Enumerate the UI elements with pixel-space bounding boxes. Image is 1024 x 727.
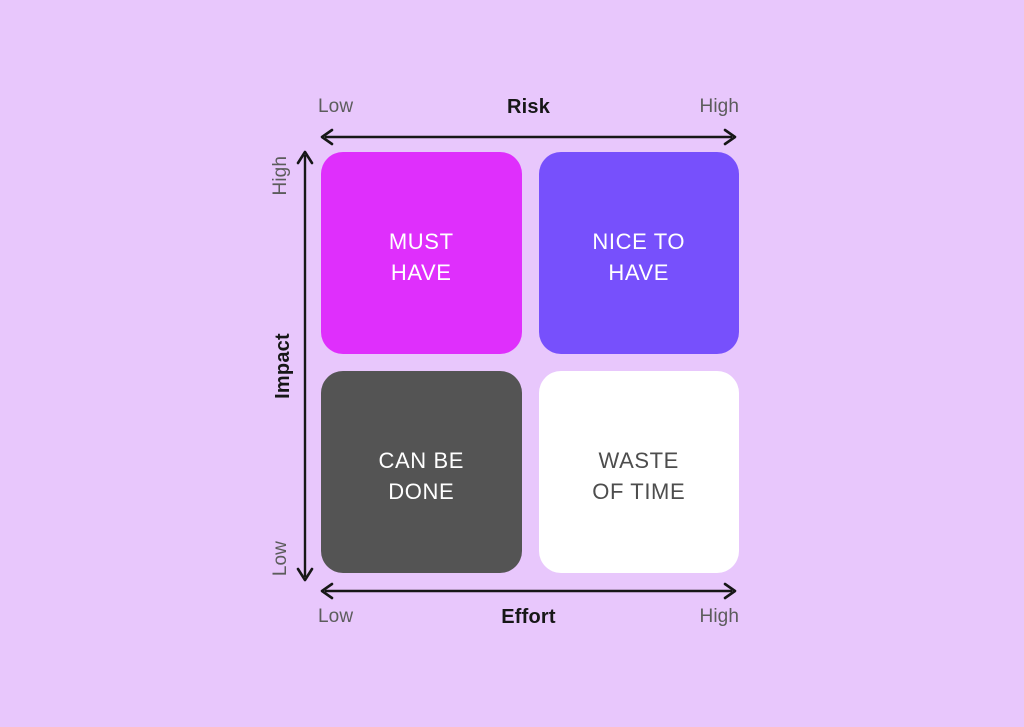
- bottom-axis-title: Effort: [501, 606, 556, 628]
- top-axis-low-label: Low: [318, 96, 354, 117]
- bottom-axis-end-labels: Low High: [318, 602, 739, 632]
- left-axis-high-label: High: [270, 156, 291, 196]
- quadrant-can-be-done[interactable]: CAN BE DONE: [321, 371, 522, 573]
- quadrant-label: NICE TO HAVE: [592, 228, 686, 285]
- bottom-axis-low-label: Low: [318, 606, 354, 627]
- quadrant-must-have[interactable]: MUST HAVE: [321, 152, 522, 354]
- quadrant-label: WASTE OF TIME: [592, 447, 686, 504]
- left-axis-arrow-icon: [294, 148, 316, 584]
- left-axis-title: Impact: [272, 333, 294, 399]
- left-axis-impact: High Impact Low: [248, 148, 316, 584]
- quadrant-label: CAN BE DONE: [378, 447, 464, 504]
- top-axis-high-label: High: [699, 96, 739, 117]
- top-axis-end-labels: Low High: [318, 92, 739, 122]
- quadrant-label: MUST HAVE: [388, 228, 454, 285]
- top-axis-risk: Low High Risk: [318, 92, 739, 147]
- bottom-axis-high-label: High: [699, 606, 739, 627]
- quadrant-nice-to-have[interactable]: NICE TO HAVE: [538, 152, 739, 354]
- quadrant-waste-of-time[interactable]: WASTE OF TIME: [538, 371, 739, 573]
- left-axis-low-label: Low: [270, 540, 291, 576]
- quadrant-grid: MUST HAVE NICE TO HAVE CAN BE DONE WASTE…: [321, 152, 739, 573]
- bottom-axis-effort: Low High Effort: [318, 580, 739, 635]
- bottom-axis-arrow-icon: [318, 580, 739, 602]
- top-axis-arrow-icon: [318, 126, 739, 148]
- top-axis-title: Risk: [506, 96, 551, 118]
